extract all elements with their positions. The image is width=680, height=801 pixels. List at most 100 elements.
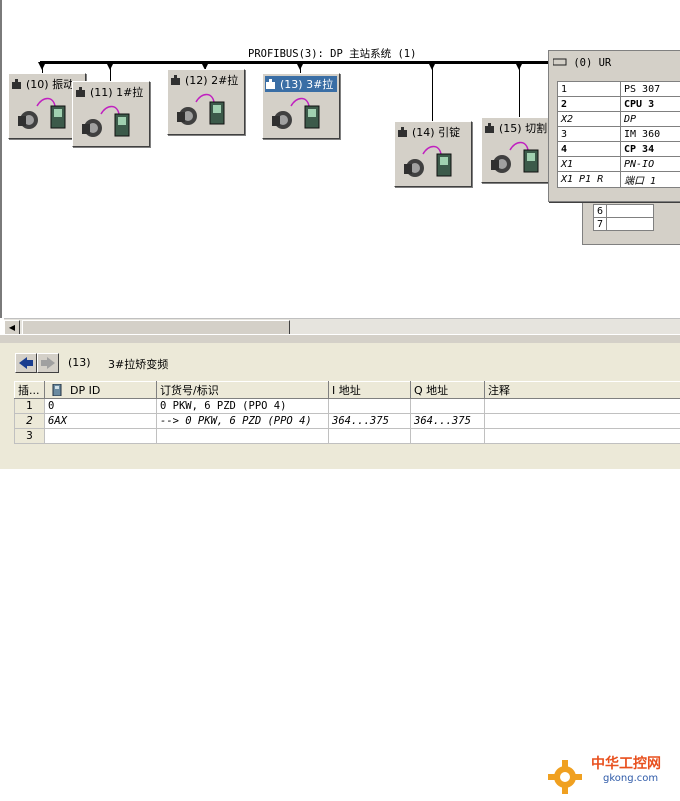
table-row[interactable]: 3 [15,429,680,444]
drive-device-icon [174,92,236,128]
rack-module [607,218,654,231]
dp-station-11[interactable]: (11) 1#拉 [72,81,150,147]
row-comment[interactable] [485,414,680,429]
rack-title: (0) UR [553,57,611,71]
row-dp-id[interactable]: 0 [45,399,157,414]
watermark-text: 中华工控网 [591,753,661,773]
slave-icon [397,127,408,138]
row-dp-id[interactable]: 6AX [45,414,157,429]
col-header-i-address[interactable]: I 地址 [329,382,411,399]
row-slot: 3 [15,429,45,444]
rack-slot: 4 [558,142,621,157]
hardware-config-canvas[interactable]: PROFIBUS(3): DP 主站系统 (1) (10) 振动 (11) 1#… [0,0,680,318]
scrollbar-thumb[interactable] [22,320,290,335]
rack-slot: 3 [558,127,621,142]
forward-button[interactable] [37,353,59,373]
slave-icon [11,79,22,90]
rack-window-lower[interactable]: 6 7 [582,199,680,245]
slave-icon [170,75,181,86]
rack-icon [553,57,567,69]
station-label: (13) 3#拉 [280,78,333,91]
station-label: (14) 引锭 [412,126,460,139]
rack-module: CPU 3 [621,97,680,112]
detail-station-number: (13) [68,356,91,369]
row-i-address[interactable] [329,399,411,414]
station-header: (13) 3#拉 [265,76,337,92]
dp-station-13[interactable]: (13) 3#拉 [262,73,340,139]
gear-icon [545,757,585,797]
row-slot: 2 [15,414,45,429]
slave-icon [265,79,276,90]
row-dp-id[interactable] [45,429,157,444]
row-order-number[interactable]: 0 PKW, 6 PZD (PPO 4) [157,399,329,414]
dp-station-12[interactable]: (12) 2#拉 [167,69,245,135]
col-header-dp-id-label: DP ID [70,384,100,397]
station-label: (12) 2#拉 [185,74,238,87]
rack-module: PN-IO [621,157,680,172]
col-header-q-address[interactable]: Q 地址 [411,382,485,399]
drive-device-icon [401,144,463,180]
drive-picture [269,96,331,132]
profibus-line[interactable] [40,61,550,64]
module-icon [48,384,70,397]
station-label: (11) 1#拉 [90,86,143,99]
arrow-left-icon [16,354,36,372]
row-q-address[interactable] [411,399,485,414]
detail-station-name: 3#拉矫变频 [108,356,168,372]
bus-connector [428,62,436,70]
scroll-left-button[interactable]: ◀ [4,320,20,335]
col-header-comment[interactable]: 注释 [485,382,680,399]
rack-slot: X2 [558,112,621,127]
row-order-number[interactable] [157,429,329,444]
rack-row[interactable]: 7 [594,218,654,231]
drive-device-icon [269,96,331,132]
slave-icon [75,87,86,98]
row-q-address[interactable] [411,429,485,444]
rack-table-lower: 6 7 [593,204,654,231]
watermark-domain: gkong.com [603,773,658,784]
drive-picture [174,92,236,128]
row-comment[interactable] [485,429,680,444]
rack-slot: X1 [558,157,621,172]
bus-connector [296,62,304,70]
canvas-border [0,0,2,318]
col-header-order-number[interactable]: 订货号/标识 [157,382,329,399]
station-header: (15) 切割 [484,120,556,136]
station-header: (14) 引锭 [397,124,469,140]
col-header-dp-id[interactable]: DP ID [45,382,157,399]
horizontal-scrollbar[interactable]: ◀ [4,318,680,335]
back-button[interactable] [15,353,37,373]
dp-station-14[interactable]: (14) 引锭 [394,121,472,187]
bus-connector [38,62,46,70]
col-header-slot[interactable]: 插... [15,382,45,399]
rack-module: DP [621,112,680,127]
profibus-label: PROFIBUS(3): DP 主站系统 (1) [248,46,416,61]
drive-picture [15,96,77,132]
drive-device-icon [79,104,141,140]
rack-row[interactable]: 6 [594,205,654,218]
rack-slot: 1 [558,82,621,97]
rack-slot: 6 [594,205,607,218]
drive-picture [79,104,141,140]
watermark-logo: 中华工控网 gkong.com [545,751,675,801]
row-i-address[interactable] [329,429,411,444]
row-comment[interactable] [485,399,680,414]
station-label: (15) 切割 [499,122,547,135]
bus-drop-15 [519,64,520,118]
row-order-number[interactable]: --> 0 PKW, 6 PZD (PPO 4) [157,414,329,429]
row-i-address[interactable]: 364...375 [329,414,411,429]
row-q-address[interactable]: 364...375 [411,414,485,429]
bus-connector [515,62,523,70]
